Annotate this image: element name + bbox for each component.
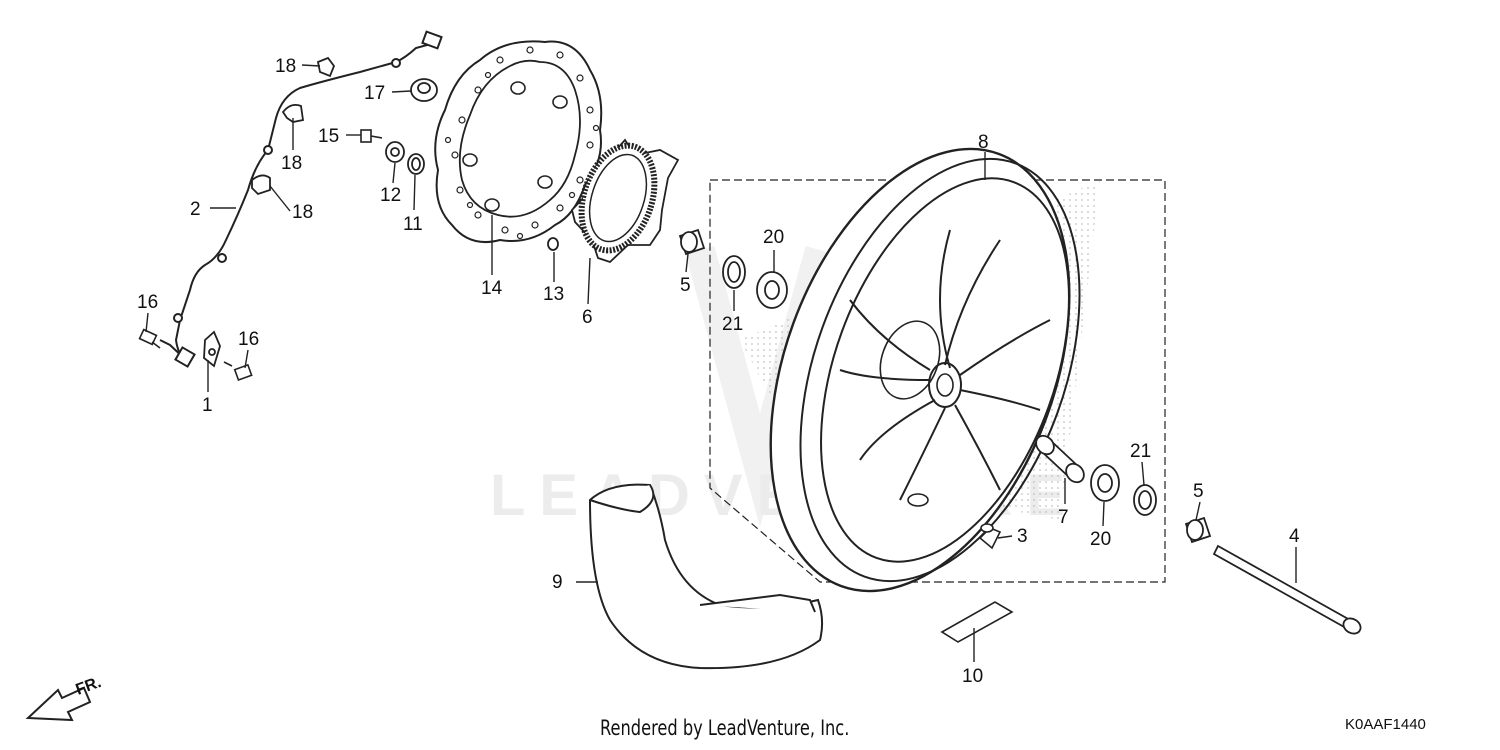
small-hardware: [385, 78, 559, 251]
balance-weight: [940, 601, 1014, 643]
render-credit: Rendered by LeadVenture, Inc.: [600, 716, 850, 740]
bearing-right: [1090, 464, 1120, 502]
direction-label: FR.: [74, 674, 104, 699]
callout-8: 8: [978, 132, 989, 153]
callout-18: 18: [281, 153, 302, 174]
callout-2: 2: [190, 199, 201, 220]
air-valve: [978, 523, 1002, 550]
dust-seal-right: [1133, 484, 1157, 516]
callout-9: 9: [552, 572, 563, 593]
front-direction-arrow: FR.: [25, 674, 104, 722]
callout-12: 12: [380, 185, 401, 206]
part-callouts: 18 17 15 18 2 18 12 11 16 16 1 14 13 6 5…: [137, 56, 1300, 687]
callout-5: 5: [1193, 481, 1204, 502]
callout-16: 16: [137, 292, 158, 313]
callout-5: 5: [680, 275, 691, 296]
abs-sensor-harness: [159, 30, 443, 368]
leader-lines: [145, 64, 1297, 662]
callout-20: 20: [1090, 529, 1111, 550]
harness-clips: [251, 56, 336, 196]
callout-18: 18: [292, 202, 313, 223]
side-collar-right: [1184, 516, 1212, 544]
brake-disc: [434, 40, 603, 244]
callout-6: 6: [582, 307, 593, 328]
callout-11: 11: [403, 214, 423, 235]
callout-10: 10: [962, 666, 983, 687]
front-axle: [1212, 544, 1362, 635]
callout-18: 18: [275, 56, 296, 77]
diagram-code: K0AAF1440: [1345, 716, 1426, 733]
sensor-bracket: [203, 330, 221, 368]
callout-3: 3: [1017, 526, 1028, 547]
bearing-left: [756, 271, 788, 309]
callout-7: 7: [1058, 507, 1069, 528]
callout-1: 1: [202, 395, 213, 416]
wheel-assembly-box: [709, 179, 1166, 583]
callout-20: 20: [763, 227, 784, 248]
callout-21: 21: [1130, 441, 1151, 462]
side-collar-left: [678, 228, 706, 256]
wheel-rim: [740, 147, 1100, 593]
callout-4: 4: [1289, 526, 1300, 547]
callout-17: 17: [364, 83, 385, 104]
callout-13: 13: [543, 284, 564, 305]
callout-15: 15: [318, 126, 339, 147]
mounting-bolts: [138, 129, 383, 382]
callout-16: 16: [238, 329, 259, 350]
distance-collar: [1035, 434, 1085, 484]
callout-14: 14: [481, 278, 503, 299]
tire: [588, 483, 824, 670]
dust-seal-left: [722, 255, 746, 289]
callout-21: 21: [722, 314, 743, 335]
pulser-ring: [571, 138, 680, 264]
